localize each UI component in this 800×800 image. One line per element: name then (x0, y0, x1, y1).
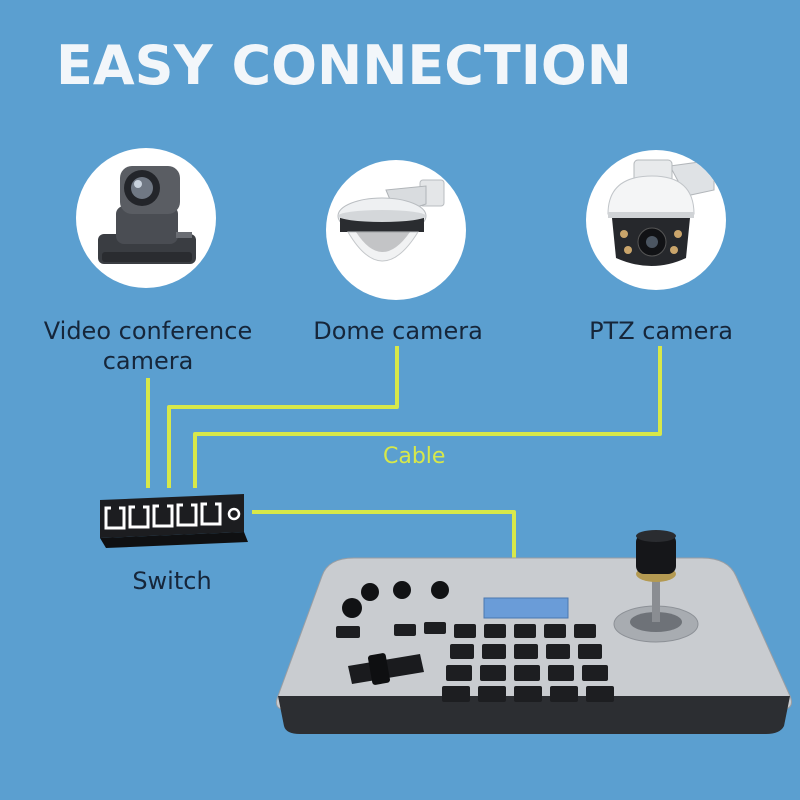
ptz-camera-icon (586, 150, 726, 290)
device-label-line1: Video conference (43, 317, 253, 345)
dome-camera-label: Dome camera (313, 317, 483, 345)
network-switch-icon (100, 494, 248, 548)
video-conference-camera-label: Video conference camera (40, 316, 256, 376)
switch-label: Switch (132, 567, 212, 595)
cable-dome (167, 346, 399, 488)
cable-ptz (193, 346, 662, 488)
video-conference-camera-icon (76, 148, 216, 288)
page-title: EASY CONNECTION (56, 34, 632, 97)
cable-controller (252, 510, 516, 560)
cable-label: Cable (383, 444, 446, 469)
dome-camera-icon (326, 160, 466, 300)
ptz-camera-label: PTZ camera (589, 317, 733, 345)
device-label-line2: camera (102, 347, 194, 375)
ptz-keyboard-controller-icon (275, 530, 792, 734)
